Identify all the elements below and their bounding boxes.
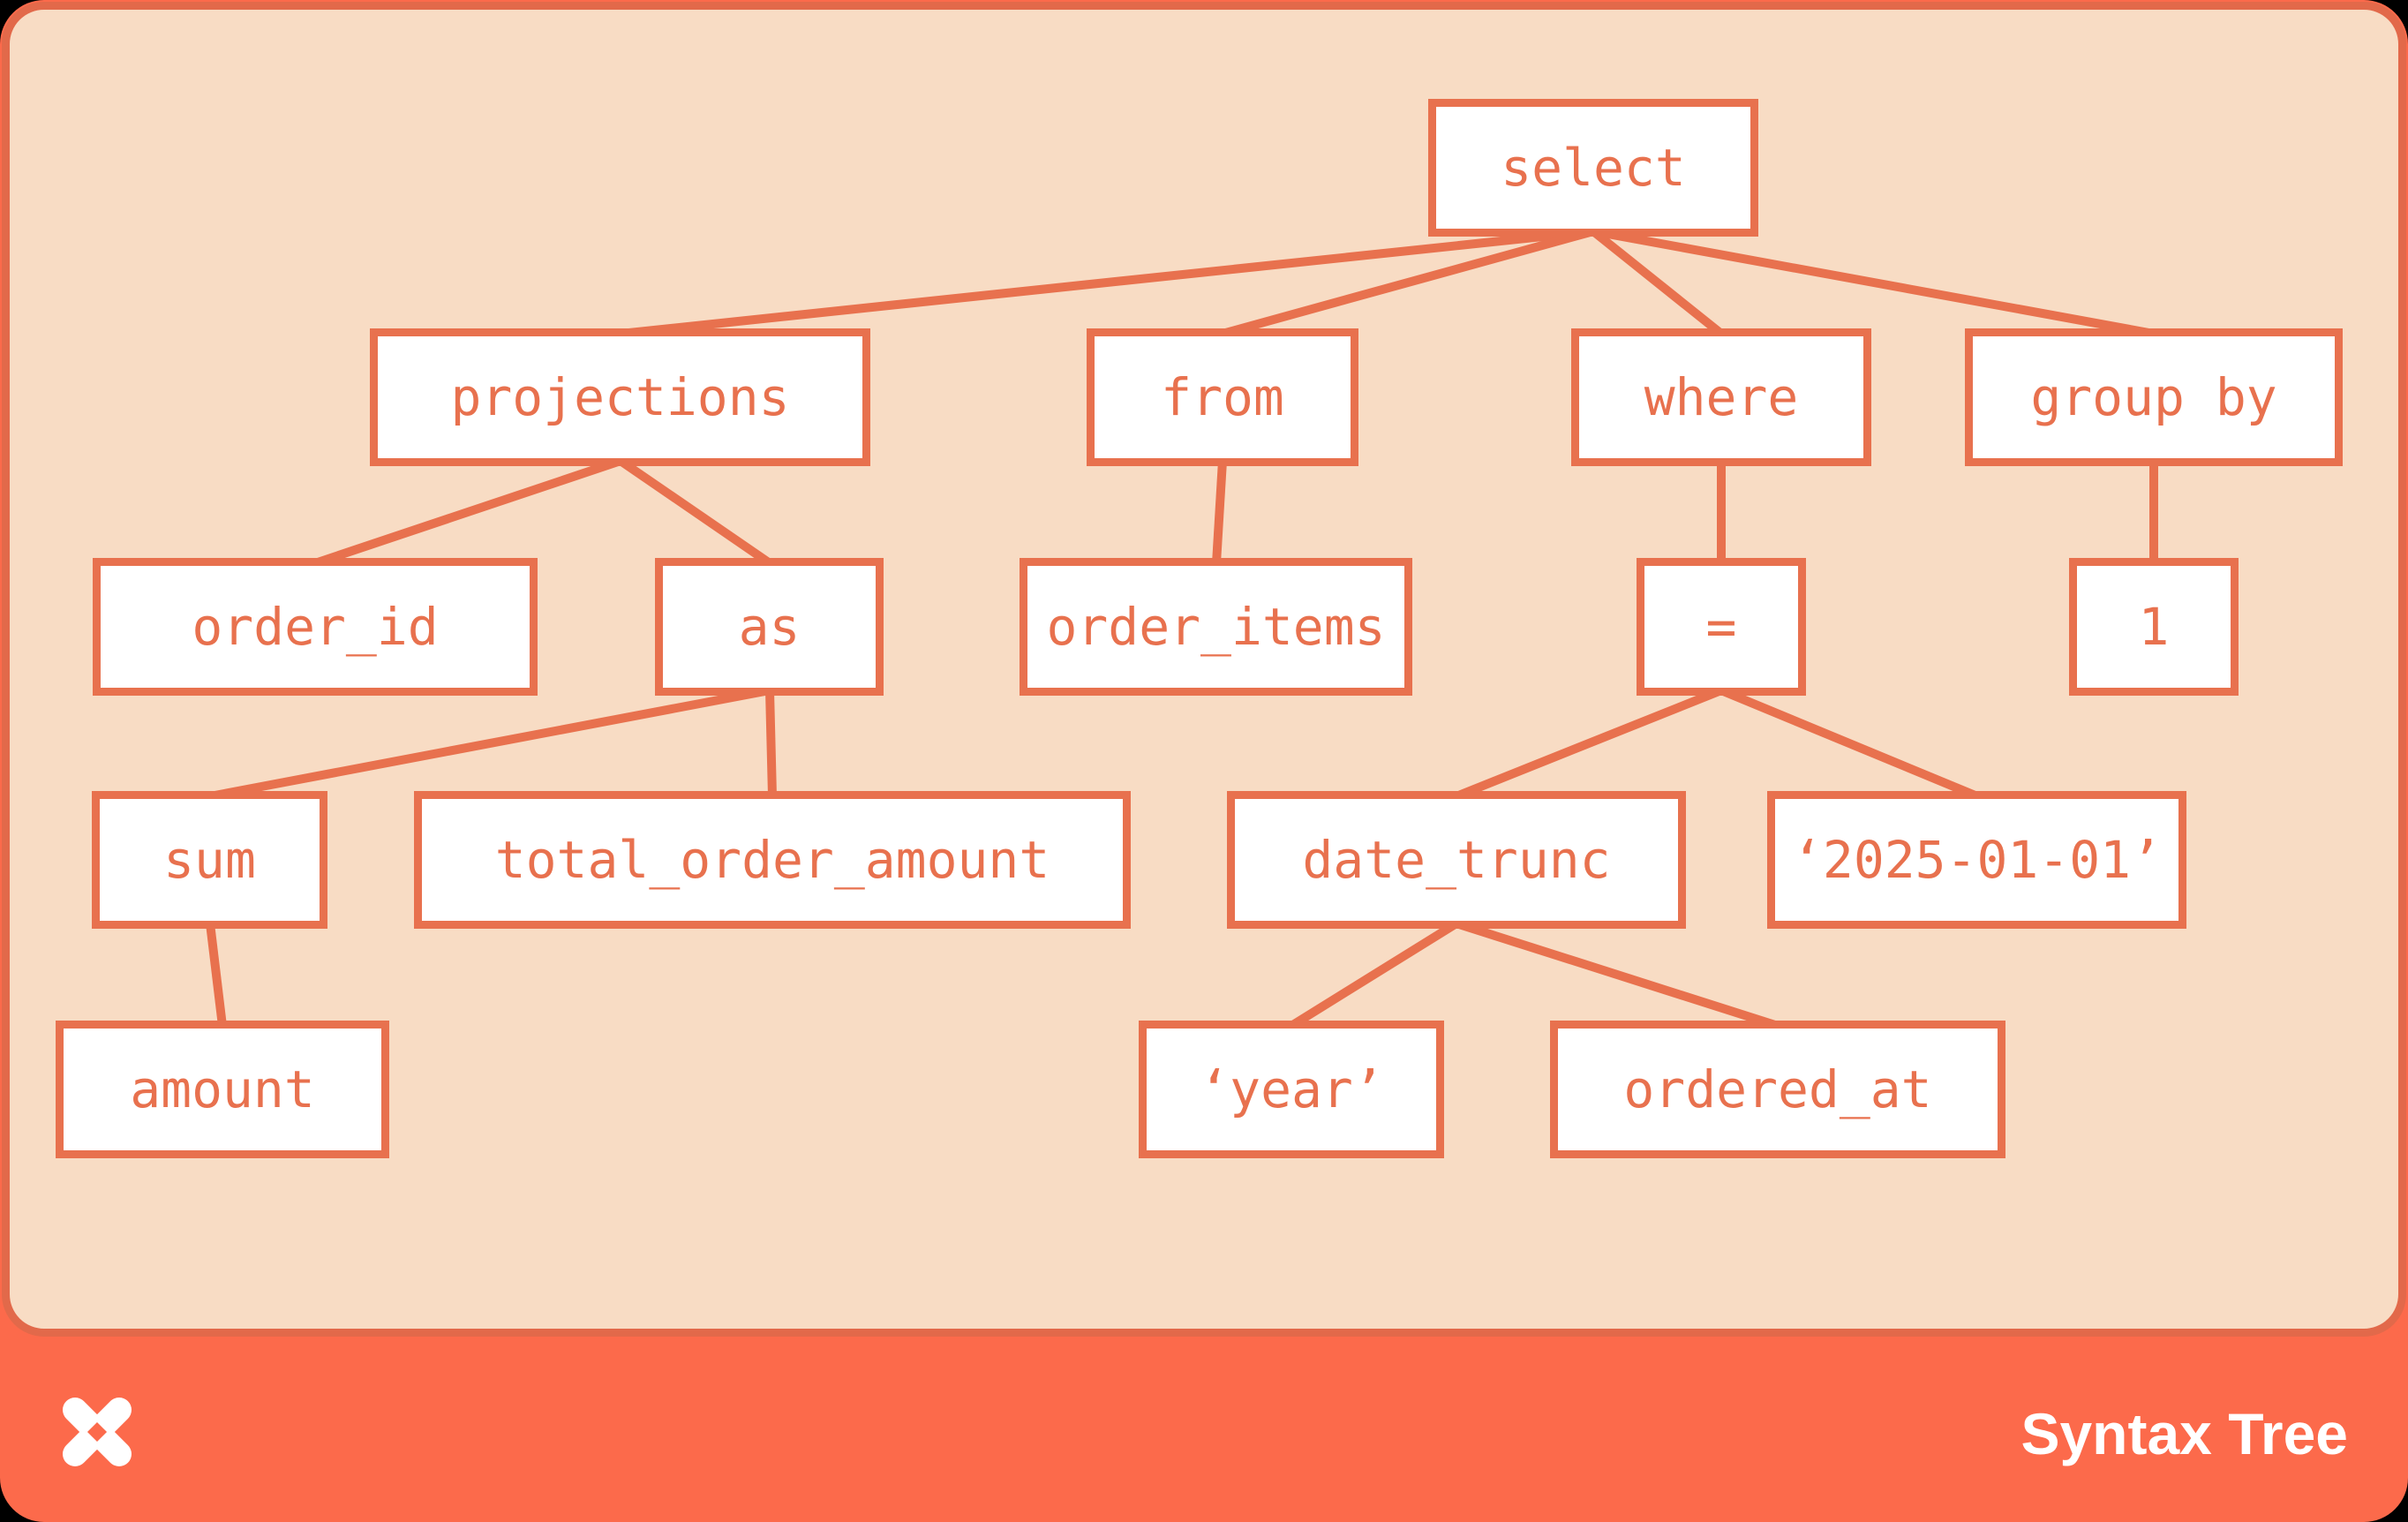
tree-edge-from-order-items — [1212, 460, 1227, 564]
tree-node-projections: projections — [370, 328, 870, 466]
tree-edge-select-from — [1221, 227, 1595, 338]
tree-node-as: as — [655, 558, 884, 696]
tree-edge-eq-date-literal — [1719, 686, 1979, 801]
tree-edge-sum-amount — [206, 923, 227, 1027]
tree-node-order-id: order_id — [93, 558, 538, 696]
tree-edge-date-trunc-ordered-at — [1455, 919, 1780, 1030]
tree-edge-select-projections — [620, 227, 1594, 338]
tree-node-eq: = — [1637, 558, 1806, 696]
tree-node-from: from — [1087, 328, 1358, 466]
tree-node-amount: amount — [56, 1021, 389, 1158]
tree-node-date-trunc: date_trunc — [1227, 791, 1686, 929]
tree-edge-date-trunc-year — [1289, 919, 1459, 1030]
pinwheel-x-icon — [62, 1398, 132, 1466]
tree-node-one: 1 — [2069, 558, 2239, 696]
tree-edge-select-group-by — [1592, 227, 2155, 338]
tree-node-order-items: order_items — [1020, 558, 1412, 696]
footer-brand-label: Syntax Tree — [2020, 1401, 2348, 1466]
tree-node-ordered-at: ordered_at — [1550, 1021, 2005, 1158]
tree-edge-eq-date-trunc — [1455, 686, 1723, 801]
tree-node-where: where — [1571, 328, 1871, 466]
tree-node-sum: sum — [92, 791, 327, 929]
tree-node-date-literal: ‘2025-01-01’ — [1767, 791, 2186, 929]
tree-edge-as-sum — [209, 686, 771, 801]
tree-node-select: select — [1428, 99, 1758, 237]
tree-edge-projections-order-id — [313, 456, 622, 568]
tree-node-group-by: group by — [1965, 328, 2343, 466]
tree-edge-select-where — [1590, 228, 1725, 337]
tree-edge-projections-as — [618, 456, 772, 568]
tree-node-year-literal: ‘year’ — [1139, 1021, 1444, 1158]
tree-node-total-order-amount: total_order_amount — [414, 791, 1131, 929]
tree-edge-as-total-order-amount — [765, 689, 777, 797]
